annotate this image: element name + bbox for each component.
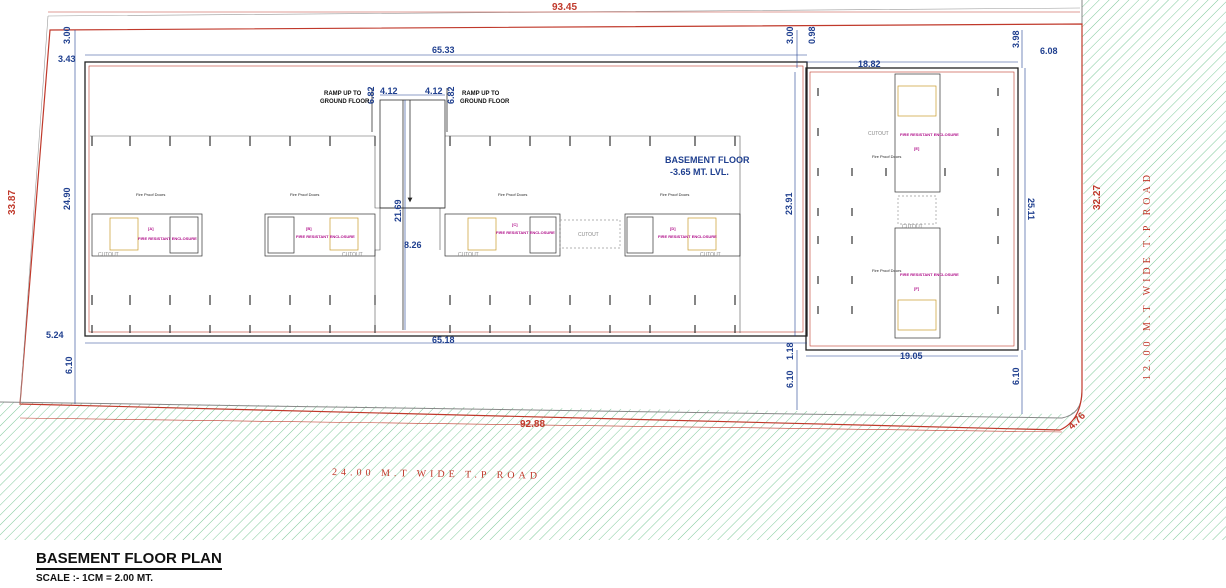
unit-f: [F] — [914, 286, 920, 291]
dim-right-block-bottom: 19.05 — [900, 351, 923, 361]
road-label-right: 12.00 M.T WIDE T.P ROAD — [1142, 171, 1153, 380]
dim-ramp-length: 21.69 — [393, 199, 403, 222]
dimension-lines — [74, 30, 1026, 414]
dim-margin-bottom-left: 6.10 — [64, 356, 74, 374]
title-block: BASEMENT FLOOR PLAN SCALE :- 1CM = 2.00 … — [36, 550, 222, 584]
plan-scale: SCALE :- 1CM = 2.00 MT. — [36, 573, 153, 584]
ramp-note-left-2: GROUND FLOOR — [320, 99, 370, 105]
dim-margin-top-left: 3.00 — [62, 26, 72, 44]
dim-right-block-top: 18.82 — [858, 59, 881, 69]
cutout-5: CUTOUT — [700, 252, 721, 258]
dim-step-mid: 1.18 — [785, 342, 795, 360]
dim-margin-bottom-right: 6.10 — [1011, 367, 1021, 385]
plot-boundary — [19, 23, 1083, 431]
ramp-note-left-1: RAMP UP TO — [324, 91, 362, 97]
columns-right — [817, 88, 999, 314]
ramp-note-right-1: RAMP UP TO — [462, 91, 500, 97]
dim-ramp-left-width: 4.12 — [380, 86, 398, 96]
dim-ramp-gap: 8.26 — [404, 240, 422, 250]
core-units-right — [894, 73, 941, 339]
dim-plot-left: 33.87 — [7, 190, 18, 215]
dim-ramp-left-small: 6.82 — [366, 86, 376, 104]
dim-plot-top: 93.45 — [552, 2, 577, 13]
fre-b: FIRE RESISTANT ENCLOSURE — [296, 234, 355, 239]
unit-c: [C] — [512, 222, 518, 227]
fire-doors-c: Fire Proof Doors — [498, 192, 527, 197]
unit-d: [D] — [670, 226, 676, 231]
cutout-1: CUTOUT — [98, 252, 119, 258]
road-bottom-hatch — [0, 0, 1226, 540]
fire-doors-d: Fire Proof Doors — [660, 192, 689, 197]
fire-doors-f: Fire Proof Doors — [872, 268, 901, 273]
fre-e: FIRE RESISTANT ENCLOSURE — [900, 132, 959, 137]
left-basement-block — [84, 61, 808, 337]
right-basement-block — [805, 67, 1019, 351]
dim-margin-left-bottom: 5.24 — [46, 330, 64, 340]
dim-margin-right: 6.08 — [1040, 46, 1058, 56]
ramp-note-right-2: GROUND FLOOR — [460, 99, 510, 105]
dim-margin-bottom-mid: 6.10 — [785, 370, 795, 388]
dim-ramp-right-small: 6.82 — [446, 86, 456, 104]
dim-plot-right: 32.27 — [1092, 185, 1103, 210]
dim-margin-gap-mid: 0.98 — [807, 26, 817, 44]
cutout-2: CUTOUT — [342, 252, 363, 258]
fire-doors-b: Fire Proof Doors — [290, 192, 319, 197]
unit-e: [E] — [914, 146, 920, 151]
dim-left-block-depth: 24.90 — [62, 187, 72, 210]
dim-right-block-depth-right: 25.11 — [1026, 198, 1036, 220]
dim-margin-top-mid: 3.00 — [785, 26, 795, 44]
road-label-bottom: 24.00 M.T WIDE T.P ROAD — [332, 467, 541, 482]
plan-title: BASEMENT FLOOR PLAN — [36, 550, 222, 570]
dim-margin-left-top: 3.43 — [58, 54, 76, 64]
basement-label-1: BASEMENT FLOOR — [665, 155, 750, 165]
fre-a: FIRE RESISTANT ENCLOSURE — [138, 236, 197, 241]
fire-doors-e: Fire Proof Doors — [872, 154, 901, 159]
dim-plot-bottom: 92.88 — [520, 419, 545, 430]
dim-left-block-bottom: 65.18 — [432, 335, 455, 345]
columns-left — [91, 136, 736, 333]
cutout-6: CUTOUT — [868, 131, 889, 137]
fire-doors-a: Fire Proof Doors — [136, 192, 165, 197]
unit-a: [A] — [148, 226, 154, 231]
unit-b: [B] — [306, 226, 312, 231]
dim-margin-top-right: 3.98 — [1011, 30, 1021, 48]
fre-d: FIRE RESISTANT ENCLOSURE — [658, 234, 717, 239]
dim-left-block-top: 65.33 — [432, 45, 455, 55]
parking-envelope — [90, 135, 741, 333]
cutout-4: CUTOUT — [578, 232, 599, 238]
dim-ramp-right-width: 4.12 — [425, 86, 443, 96]
cutout-3: CUTOUT — [458, 252, 479, 258]
dim-right-block-depth-left: 23.91 — [784, 192, 794, 215]
fre-f: FIRE RESISTANT ENCLOSURE — [900, 272, 959, 277]
fre-c: FIRE RESISTANT ENCLOSURE — [496, 230, 555, 235]
core-units-left — [91, 213, 741, 257]
ramp — [371, 88, 448, 330]
cutout-7: CUTOUT — [902, 224, 923, 230]
basement-label-2: -3.65 MT. LVL. — [670, 167, 729, 177]
